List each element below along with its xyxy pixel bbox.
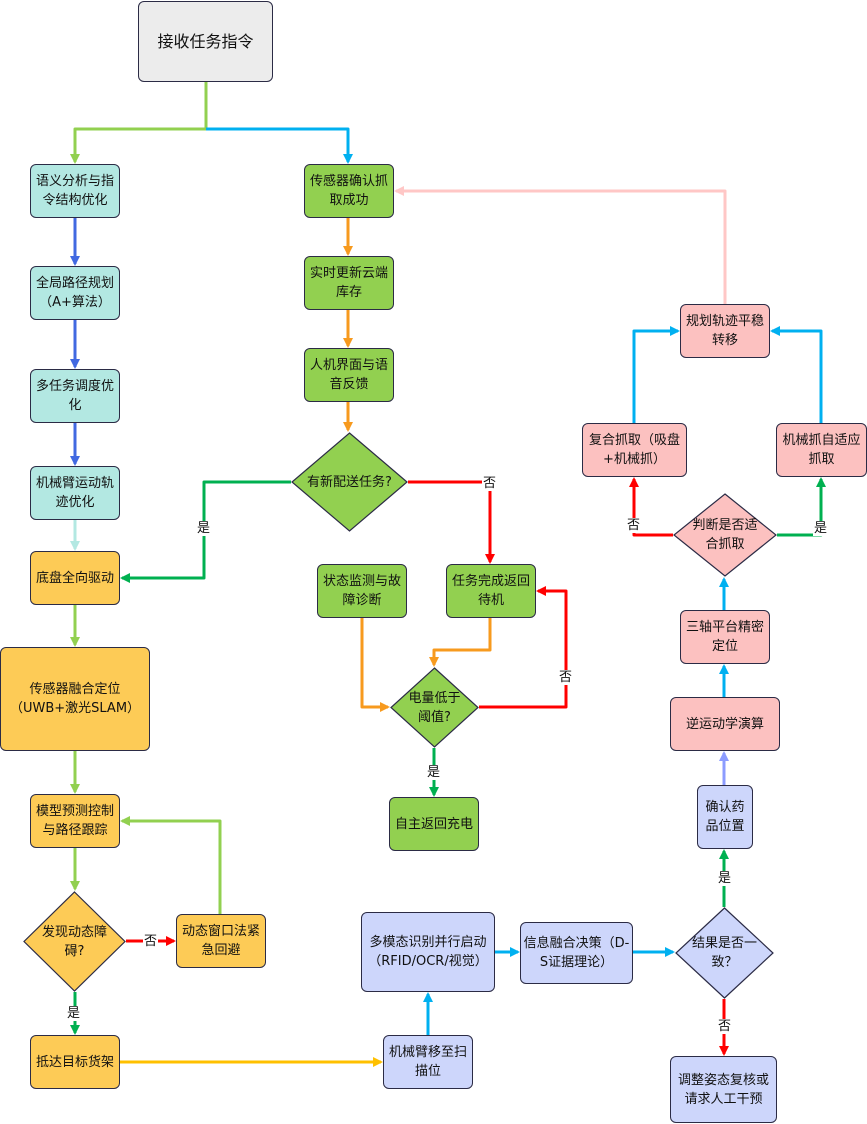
node-sensor-localization-text: 传感器融合定位（UWB+激光SLAM） [9,682,141,716]
node-arm-trajectory-text: 机械臂运动轨迹优化 [35,476,114,510]
edge-label-new-task-yes: 是 [196,521,212,536]
node-dwa: 动态窗口法紧急回避 [176,914,266,968]
node-arm-trajectory: 机械臂运动轨迹优化 [30,466,120,520]
edge-dwa-to-mpc [120,816,222,914]
edge-label-obstacle-no: 否 [143,934,159,949]
node-global-path: 全局路径规划（A+算法） [30,266,120,320]
edge-composite-to-plan [632,326,680,423]
node-semantic-text: 语义分析与指令结构优化 [35,174,114,208]
node-composite-grab-text: 复合抓取（吸盘+机械抓） [588,433,680,467]
node-arrive-shelf-text: 抵达目标货架 [35,1054,114,1070]
node-global-path-text: 全局路径规划（A+算法） [35,276,114,310]
node-adjust: 调整姿态复核或请求人工干预 [670,1056,777,1123]
node-arm-scan: 机械臂移至扫描位 [383,1035,473,1089]
decision-obstacle-text: 发现动态障碍? [41,924,107,959]
node-return-standby-text: 任务完成返回待机 [451,574,530,608]
edge-label-suitable-yes: 是 [813,521,829,536]
decision-consistent: 结果是否一致？ [675,907,774,999]
node-chassis: 底盘全向驱动 [30,551,120,605]
node-sensor-localization: 传感器融合定位（UWB+激光SLAM） [0,647,150,751]
decision-new-task-text: 有新配送任务? [307,474,392,490]
edge-label-obstacle-yes: 是 [66,1006,82,1021]
edge-label-consistent-yes: 是 [717,871,733,886]
edge-label-suitable-no: 否 [626,518,642,533]
node-dwa-text: 动态窗口法紧急回避 [181,924,260,958]
edge-plan-to-sensor-confirm [394,186,727,304]
node-arm-scan-text: 机械臂移至扫描位 [388,1045,467,1079]
node-composite-grab: 复合抓取（吸盘+机械抓） [582,423,687,477]
edge-monitor-to-battery [360,618,390,712]
decision-consistent-text: 结果是否一致？ [691,936,757,970]
edge-label-new-task-no: 否 [482,476,498,491]
node-mpc-text: 模型预测控制与路径跟踪 [35,804,114,838]
decision-suitable: 判断是否适合抓取 [673,493,777,577]
node-multi-task-text: 多任务调度优化 [35,379,114,413]
node-hmi-feedback-text: 人机界面与语音反馈 [309,358,388,392]
node-cloud-inventory-text: 实时更新云端库存 [309,266,388,300]
node-fusion-text: 信息融合决策（D-S证据理论） [523,936,630,970]
node-plan-trajectory-text: 规划轨迹平稳转移 [685,314,764,348]
decision-suitable-text: 判断是否适合抓取 [692,518,758,552]
decision-battery: 电量低于阈值? [390,667,479,748]
node-recharge-text: 自主返回充电 [394,816,473,832]
edge-label-consistent-no: 否 [717,1019,733,1034]
node-recharge: 自主返回充电 [389,797,479,851]
edge-return-to-battery [429,618,492,667]
node-mpc: 模型预测控制与路径跟踪 [30,794,120,848]
edge-newtask-to-return [408,480,495,564]
node-chassis-text: 底盘全向驱动 [35,570,114,586]
node-sensor-confirm: 传感器确认抓取成功 [304,164,394,218]
decision-obstacle: 发现动态障碍? [23,891,126,992]
node-hmi-feedback: 人机界面与语音反馈 [304,348,394,402]
node-arrive-shelf: 抵达目标货架 [30,1035,120,1089]
node-inverse-kinematics: 逆运动学演算 [670,697,780,751]
node-monitor-text: 状态监测与故障诊断 [322,574,401,608]
node-fusion: 信息融合决策（D-S证据理论） [520,922,633,984]
node-multi-task: 多任务调度优化 [30,369,120,423]
node-three-axis: 三轴平台精密定位 [680,610,770,664]
edge-start-to-sensor-confirm [206,127,353,164]
node-adjust-text: 调整姿态复核或请求人工干预 [677,1072,769,1107]
decision-new-task: 有新配送任务? [291,432,408,532]
edge-suitable-to-composite [629,477,673,537]
node-plan-trajectory: 规划轨迹平稳转移 [680,304,770,358]
node-start: 接收任务指令 [138,1,273,82]
decision-battery-text: 电量低于阈值? [408,690,461,725]
edge-battery-to-return [479,586,568,709]
edge-label-battery-yes: 是 [426,765,442,780]
node-inverse-kinematics-text: 逆运动学演算 [685,716,764,732]
node-adaptive-grab: 机械抓自适应抓取 [776,423,867,477]
edge-adaptive-to-plan [770,326,823,423]
node-multimodal-text: 多模态识别并行启动（RFID/OCR/视觉） [368,935,488,969]
edge-start-to-semantic [70,82,208,164]
edge-label-battery-no: 否 [558,670,574,685]
node-three-axis-text: 三轴平台精密定位 [685,620,764,654]
node-confirm-position: 确认药品位置 [697,785,753,849]
node-sensor-confirm-text: 传感器确认抓取成功 [309,174,388,208]
node-multimodal: 多模态识别并行启动（RFID/OCR/视觉） [361,912,495,992]
node-semantic: 语义分析与指令结构优化 [30,164,120,218]
node-start-text: 接收任务指令 [157,32,254,51]
node-return-standby: 任务完成返回待机 [446,564,536,618]
node-cloud-inventory: 实时更新云端库存 [304,256,394,310]
node-adaptive-grab-text: 机械抓自适应抓取 [782,433,861,467]
node-monitor: 状态监测与故障诊断 [317,564,407,618]
node-confirm-position-text: 确认药品位置 [705,800,745,834]
